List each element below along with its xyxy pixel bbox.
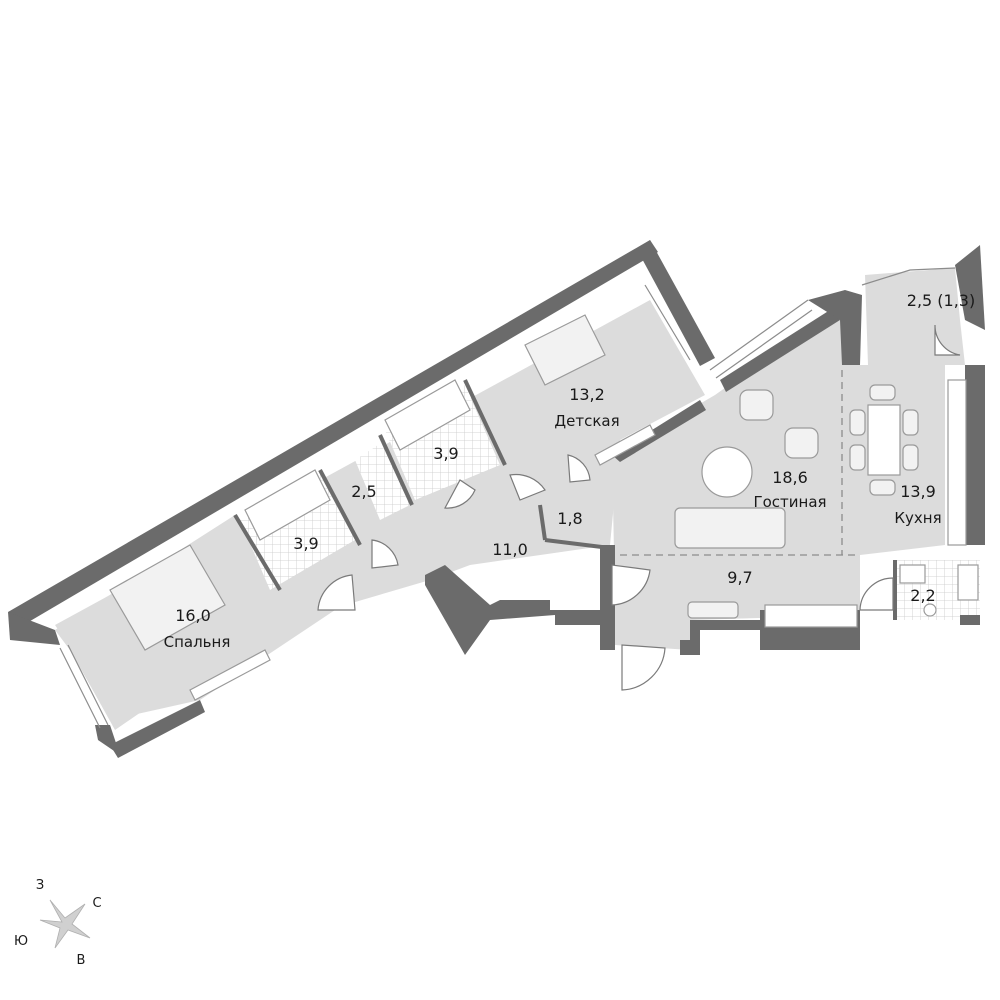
dining-table (867, 404, 901, 476)
area-bath-left: 3,9 (293, 534, 318, 553)
round-table (701, 446, 753, 498)
window-kids (644, 284, 691, 361)
wall-hall-bottom (425, 565, 605, 655)
kitchen-counter (947, 379, 967, 546)
wall-outer-top-right (640, 240, 715, 366)
compass-west: З (36, 878, 44, 893)
wall-bottom-mid (680, 620, 760, 655)
area-kids: 13,2 (569, 385, 605, 404)
door-balcony[interactable] (934, 324, 961, 356)
desk-bedroom (189, 649, 271, 701)
armchair-2 (784, 427, 819, 459)
window-balcony-top-2 (715, 309, 813, 379)
area-wc-right: 2,2 (910, 586, 935, 605)
compass-north: С (92, 896, 101, 911)
bed-bedroom (109, 544, 226, 651)
bed-kids (524, 314, 606, 386)
shower-wc-right (957, 564, 979, 601)
name-kitchen: Кухня (894, 509, 941, 527)
zone-lines (620, 370, 860, 556)
wall-kitchen-right (965, 365, 985, 545)
partitions (233, 379, 897, 620)
wall-bottom-diagonal (110, 700, 205, 758)
area-kitchen: 13,9 (900, 482, 936, 501)
walls (8, 240, 985, 758)
window-balcony-top (709, 299, 809, 371)
floor-balcony (865, 268, 965, 365)
area-bedroom: 16,0 (175, 606, 211, 625)
door-closet[interactable] (567, 454, 591, 483)
name-living: Гостиная (753, 493, 826, 511)
sofa (674, 507, 786, 549)
area-living: 18,6 (772, 468, 808, 487)
partition-closet-bottom (544, 538, 611, 550)
partition-wc-bath (378, 434, 414, 506)
wall-left-end (8, 612, 60, 645)
door-bath-left[interactable] (371, 539, 399, 569)
armchair-1 (739, 389, 774, 421)
partition-bath-kids (463, 379, 507, 466)
window-right (861, 267, 956, 286)
compass-east: В (77, 953, 86, 968)
partition-closet-left (538, 504, 547, 541)
console-corridor (687, 601, 739, 619)
floor-wc-small (355, 440, 410, 520)
floor-corridor-bottom (600, 545, 860, 650)
wall-corner-right (960, 615, 980, 625)
wardrobe-corridor (764, 604, 858, 628)
area-corridor: 9,7 (727, 568, 752, 587)
dining-chair-2 (849, 444, 866, 471)
door-kids[interactable] (509, 473, 546, 501)
wall-kitchen-top (808, 290, 862, 365)
dining-chair-3 (902, 409, 919, 436)
bathtub-middle (384, 379, 471, 451)
dining-chair-6 (869, 479, 896, 496)
sink-wc-right (899, 564, 926, 584)
room-labels: 16,0 Спальня 3,9 2,5 3,9 13,2 Детская 1,… (164, 291, 976, 651)
compass-rose: З С Ю В (14, 878, 102, 968)
area-closet: 1,8 (557, 509, 582, 528)
partition-bedroom-bath (233, 513, 282, 592)
doors (317, 324, 961, 691)
dining-chair-5 (869, 384, 896, 401)
windows (59, 267, 956, 729)
door-entrance[interactable] (621, 644, 666, 691)
compass-south: Ю (14, 934, 28, 949)
wall-closet (612, 400, 706, 462)
furniture (109, 314, 979, 701)
door-bedroom[interactable] (317, 574, 356, 611)
wall-entrance-left (600, 545, 615, 650)
door-bath-middle[interactable] (444, 479, 476, 509)
area-bath-middle: 3,9 (433, 444, 458, 463)
name-kids: Детская (554, 412, 619, 430)
dining-chair-4 (902, 444, 919, 471)
area-wc-small: 2,5 (351, 482, 376, 501)
wall-outer-top (8, 240, 658, 627)
floor-bath-left (240, 475, 355, 590)
window-left (59, 647, 101, 729)
wall-living-top (720, 310, 840, 392)
wall-balcony-right (955, 245, 985, 330)
desk-kids (594, 424, 656, 466)
name-bedroom: Спальня (164, 633, 231, 651)
door-corridor[interactable] (611, 564, 651, 606)
compass-star (39, 899, 91, 949)
partition-bath-wc (318, 469, 362, 546)
toilet-wc-right (923, 603, 937, 617)
floor-bath-middle (385, 385, 500, 500)
bathtub-left (244, 469, 331, 541)
window-left-2 (67, 644, 109, 726)
dining-chair-1 (849, 409, 866, 436)
door-wc-right[interactable] (859, 577, 894, 611)
area-hall: 11,0 (492, 540, 528, 559)
area-balcony: 2,5 (1,3) (907, 291, 975, 310)
